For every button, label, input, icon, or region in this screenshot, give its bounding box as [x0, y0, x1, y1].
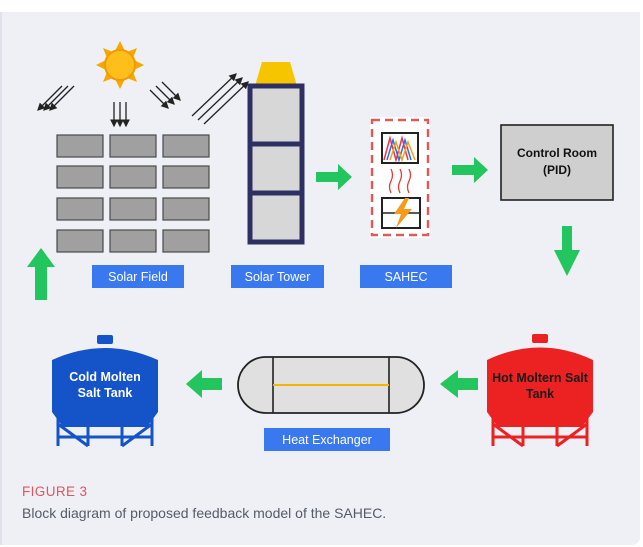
sahec-block [370, 117, 430, 238]
solar-field-panels [56, 134, 210, 253]
hot-tank-line2: Tank [525, 387, 555, 401]
cold-tank-label: Cold Molten Salt Tank [52, 369, 158, 401]
sahec-label: SAHEC [360, 265, 452, 288]
cold-tank-line2: Salt Tank [77, 386, 133, 400]
hot-tank-label: Hot Moltern Salt Tank [478, 370, 602, 402]
control-room-label: Control Room (PID) [501, 145, 613, 179]
heat-exchanger-icon [237, 356, 425, 414]
arrow-sahec-to-control [452, 157, 488, 183]
sun-icon [96, 41, 144, 89]
control-room-line1: Control Room [517, 146, 597, 160]
arrow-tower-to-sahec [316, 164, 352, 190]
arrow-cold-to-field [27, 248, 55, 300]
solar-tower-label: Solar Tower [231, 265, 324, 288]
frame-border [0, 12, 2, 545]
sun-rays [37, 73, 249, 128]
heat-exchanger-label: Heat Exchanger [264, 428, 390, 451]
solar-tower-icon [247, 62, 305, 245]
hot-tank-icon [487, 334, 593, 448]
hot-tank-line1: Hot Moltern Salt [492, 371, 588, 385]
arrow-control-down [554, 226, 580, 276]
figure-title: FIGURE 3 [22, 484, 88, 499]
control-room-line2: (PID) [543, 163, 571, 177]
solar-field-label: Solar Field [92, 265, 184, 288]
cold-tank-line1: Cold Molten [69, 370, 141, 384]
arrow-exchanger-to-cold [186, 370, 222, 398]
figure-caption: Block diagram of proposed feedback model… [22, 505, 387, 521]
control-room-block [500, 124, 614, 201]
cold-tank-icon [52, 335, 158, 448]
arrow-hot-to-exchanger [440, 370, 478, 398]
